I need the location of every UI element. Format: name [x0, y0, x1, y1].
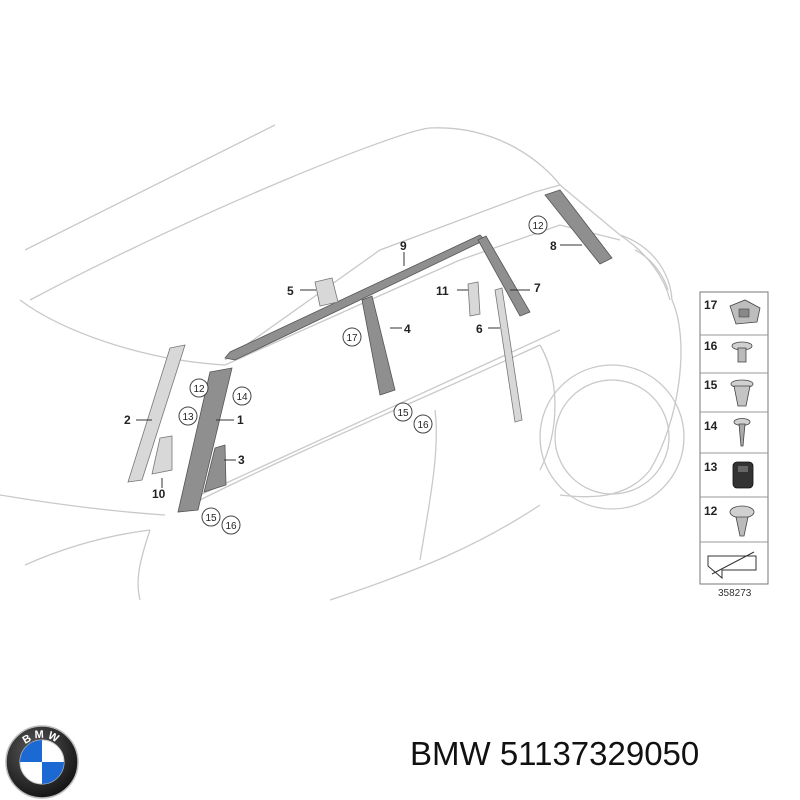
- legend-item-17: 17: [704, 298, 761, 325]
- circled-ref-15-a-pillar: 15: [201, 507, 221, 527]
- callout-2: 2: [124, 413, 131, 427]
- legend-item-16: 16: [704, 339, 753, 363]
- svg-text:13: 13: [704, 460, 718, 474]
- direction-arrow-icon: [707, 551, 757, 580]
- push-clip-icon: [729, 505, 755, 537]
- grommet-icon: [732, 461, 754, 489]
- svg-text:BMW: BMW: [20, 729, 63, 747]
- svg-text:17: 17: [346, 333, 358, 344]
- circled-ref-12: 12: [189, 378, 209, 398]
- svg-text:15: 15: [704, 378, 718, 392]
- callout-5: 5: [287, 284, 294, 298]
- svg-text:12: 12: [532, 221, 544, 232]
- part-number: 51137329050: [499, 735, 700, 772]
- svg-text:17: 17: [704, 298, 718, 312]
- callout-10: 10: [152, 487, 166, 501]
- svg-text:16: 16: [704, 339, 718, 353]
- circled-ref-14: 14: [232, 386, 252, 406]
- callout-4: 4: [404, 322, 411, 336]
- svg-text:12: 12: [704, 504, 718, 518]
- logo-letters: BMW: [20, 729, 60, 747]
- part-11-bracket: [467, 281, 481, 317]
- fastener-legend: 17 16 15 14: [699, 291, 769, 599]
- legend-item-13: 13: [704, 460, 754, 489]
- callout-numbers: 9 8 5 11 7 4 6 2 1 3 10: [124, 239, 557, 501]
- circled-ref-13: 13: [178, 406, 198, 426]
- callout-7: 7: [534, 281, 541, 295]
- expanding-clip-icon: [730, 379, 754, 407]
- svg-text:15: 15: [397, 408, 409, 419]
- legend-item-12: 12: [704, 504, 755, 537]
- legend-item-14: 14: [704, 418, 751, 447]
- callout-9: 9: [400, 239, 407, 253]
- trim-parts: [127, 189, 613, 513]
- part-10-bracket: [151, 435, 173, 475]
- brand-name: BMW: [410, 735, 491, 772]
- svg-text:13: 13: [182, 412, 194, 423]
- part-7-pillar-strip: [477, 235, 531, 317]
- svg-text:14: 14: [236, 392, 248, 403]
- callout-1: 1: [237, 413, 244, 427]
- screw-icon: [733, 418, 751, 447]
- svg-text:15: 15: [205, 513, 217, 524]
- circled-ref-15-b-pillar: 15: [393, 402, 413, 422]
- circled-ref-16-b-pillar: 16: [413, 414, 433, 434]
- part-3-triangle-cover: [203, 444, 227, 493]
- part-1-a-pillar-trim: [177, 367, 233, 513]
- part-5-bracket: [314, 277, 339, 307]
- legend-item-15: 15: [704, 378, 754, 407]
- diagram-reference-number: 358273: [718, 588, 752, 599]
- part-2-reinforcement: [127, 344, 186, 483]
- circled-references: 12 17 12 14 13 15 16 15: [178, 215, 548, 535]
- part-8-rear-pillar-cover: [544, 189, 613, 265]
- svg-text:16: 16: [225, 521, 237, 532]
- part-6-c-pillar-trim: [494, 287, 523, 423]
- part-4-b-pillar-trim: [361, 295, 396, 396]
- rivet-icon: [731, 341, 753, 363]
- leader-lines: [136, 244, 582, 488]
- callout-8: 8: [550, 239, 557, 253]
- callout-3: 3: [238, 453, 245, 467]
- callout-6: 6: [476, 322, 483, 336]
- callout-11: 11: [436, 284, 449, 298]
- car-outline: [0, 124, 685, 601]
- svg-text:12: 12: [193, 384, 205, 395]
- part-caption: BMW 51137329050: [410, 735, 790, 785]
- circled-ref-17: 17: [342, 327, 362, 347]
- svg-text:16: 16: [417, 420, 429, 431]
- svg-text:14: 14: [704, 419, 718, 433]
- clip-nut-icon: [729, 299, 761, 325]
- bmw-roundel-icon: BMW: [5, 725, 79, 799]
- circled-ref-16-a-pillar: 16: [221, 515, 241, 535]
- circled-ref-12-top: 12: [528, 215, 548, 235]
